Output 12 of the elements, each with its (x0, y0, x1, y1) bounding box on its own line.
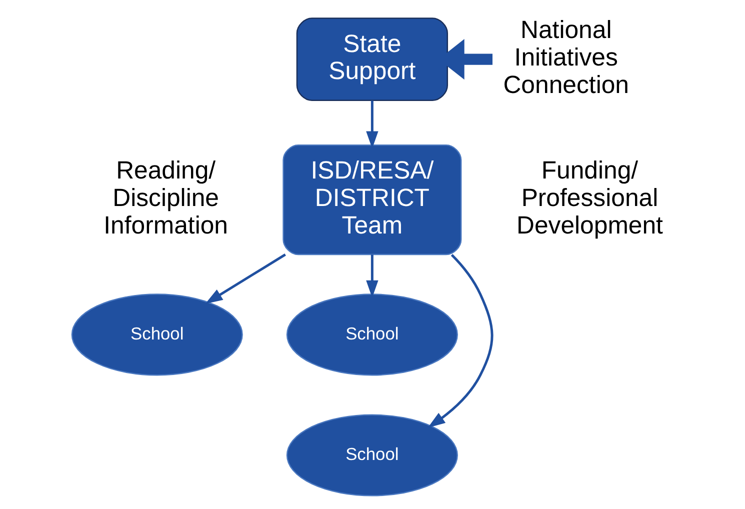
label: Reading/ Discipline Information (104, 156, 228, 240)
node-ellipse: School (71, 294, 243, 376)
label: Funding/ Professional Development (516, 156, 663, 240)
node-box: State Support (296, 18, 448, 101)
node-ellipse: School (286, 294, 458, 376)
arrow (366, 100, 378, 149)
node-text: National Initiatives Connection (503, 16, 630, 99)
arrow (366, 254, 378, 298)
node-ellipse: School (286, 414, 458, 496)
arrow (428, 254, 494, 428)
node-box: ISD/RESA/ DISTRICT Team (282, 144, 462, 256)
arrow (205, 253, 286, 304)
